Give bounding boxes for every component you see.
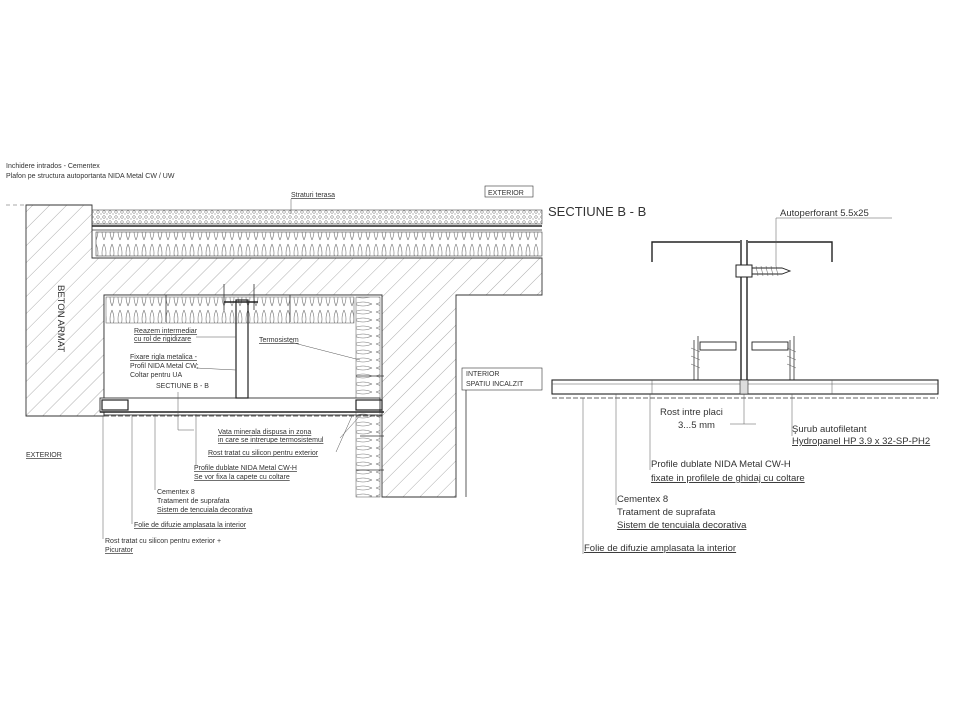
rost-silicon-label: Rost tratat cu silicon pentru exterior [208,450,319,457]
intermediate-support [235,299,249,399]
header-line-1: Inchidere intrados - Cementex [6,163,100,170]
section-title: SECTIUNE B - B [548,204,646,219]
fixare-label-3: Coltar pentru UA [130,372,182,379]
vata-label-2: in care se intrerupe termosistemul [218,437,324,444]
cementex-right-label-1: Cementex 8 [617,494,668,505]
surub-label-2: Hydropanel HP 3.9 x 32-SP-PH2 [792,436,930,447]
cementex-right-label-3: Sistem de tencuiala decorativa [617,520,747,531]
surub-label-1: Şurub autofiletant [792,424,867,435]
termosistem-label: Termosistem [259,337,299,344]
folie-right-label: Folie de difuzie amplasata la interior [584,543,736,554]
profile-dublate-label-2: Se vor fixa la capete cu coltare [194,474,290,481]
exterior-left-label: EXTERIOR [26,452,62,459]
terrace-insulation-layer [95,231,543,257]
autoperforant-label: Autoperforant 5.5x25 [780,208,869,219]
fixare-label-2: Profil NIDA Metal CW; [130,363,199,370]
reazem-label-2: cu rol de rigidizare [134,336,191,343]
beton-armat-label: BETON ARMAT [55,285,66,352]
right-section-drawing: SECTIUNE B - B Autoperforant 5.5x25 Rost… [548,204,939,554]
rost-label-2: 3...5 mm [678,420,715,431]
cementex-label-3: Sistem de tencuiala decorativa [157,507,252,514]
exterior-top-label: EXTERIOR [488,190,524,197]
reazem-label-1: Reazem intermediar [134,328,198,335]
cementex-label-2: Tratament de suprafata [157,498,230,505]
straturi-terasa-label: Straturi terasa [291,192,335,199]
profile-label-1: Profile dublate NIDA Metal CW-H [651,459,791,470]
sectiune-mark-label: SECTIUNE B - B [156,383,209,390]
spatiu-incalzit-label: SPATIU INCALZIT [466,381,524,388]
wall-insulation [355,296,381,498]
profile-dublate-label-1: Profile dublate NIDA Metal CW-H [194,465,297,472]
fixare-label-1: Fixare rigla metalica - [130,354,198,361]
rost-label-1: Rost intre placi [660,407,723,418]
header-line-2: Plafon pe structura autoportanta NIDA Me… [6,173,175,180]
vata-label-1: Vata minerala dispusa in zona [218,429,311,436]
profile-label-2: fixate in profilele de ghidaj cu coltare [651,473,805,484]
cementex-right-label-2: Tratament de suprafata [617,507,716,518]
interior-label: INTERIOR [466,371,499,378]
cementex-label-1: Cementex 8 [157,489,195,496]
ceiling-insulation [105,296,355,324]
rost-picurator-label-1: Rost tratat cu silicon pentru exterior + [105,538,221,545]
left-detail-drawing: EXTERIOR Straturi terasa BETON ARMAT INT… [6,185,543,554]
rost-picurator-label-2: Picurator [105,547,134,554]
folie-label: Folie de difuzie amplasata la interior [134,522,247,529]
terrace-gravel-layer [91,209,543,225]
